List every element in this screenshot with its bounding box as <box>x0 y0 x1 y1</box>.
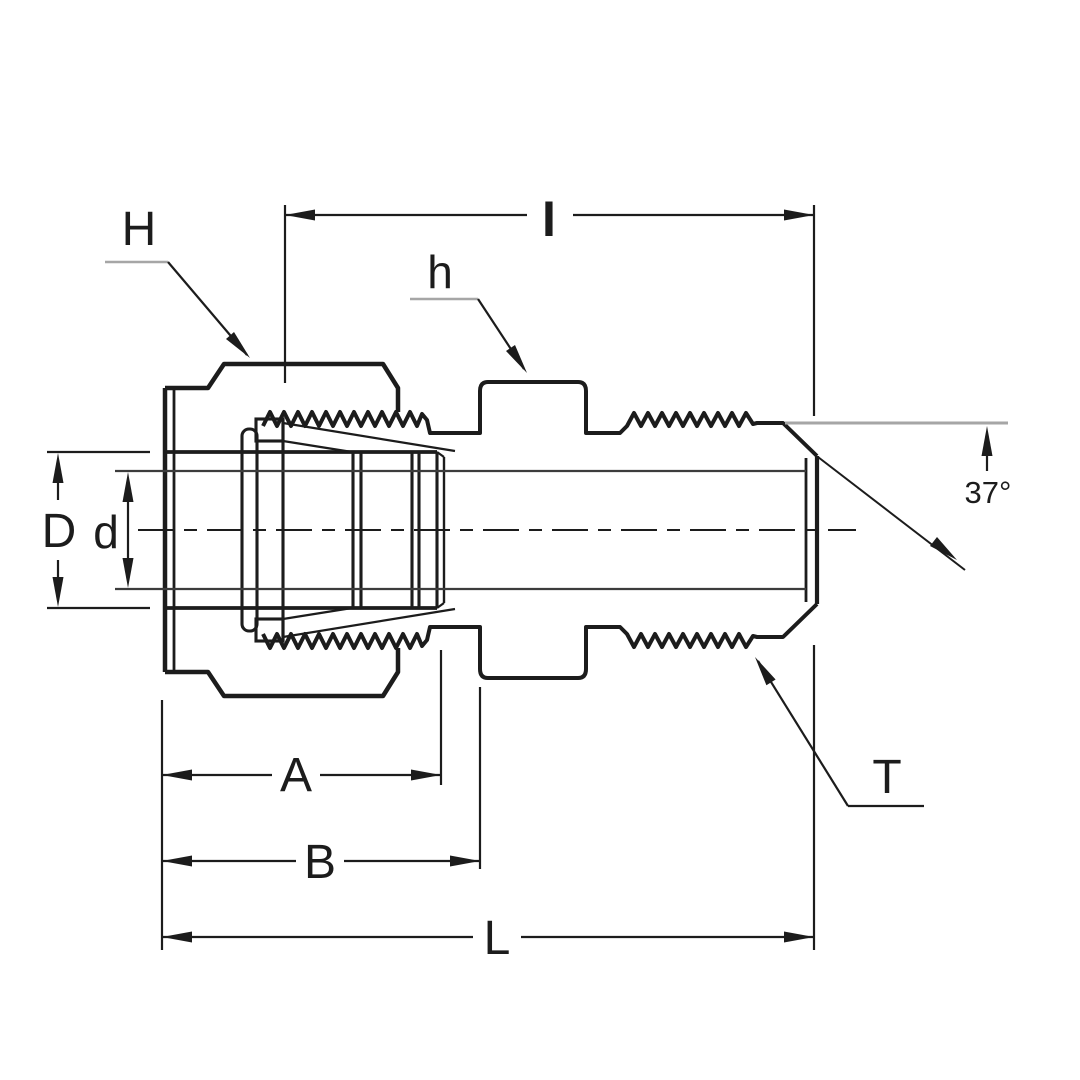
label-flare-angle: 37° <box>965 475 1012 510</box>
leader-line-T <box>757 660 849 807</box>
dimension-A: A <box>160 650 443 950</box>
arrowhead-L-left <box>162 931 192 943</box>
arrowhead-h <box>506 345 527 373</box>
dimension-d: d <box>93 472 134 588</box>
flare-cone-line <box>817 456 966 571</box>
label-D: D <box>42 505 77 558</box>
body-outline-threads <box>261 380 819 458</box>
arrowhead-A-left <box>162 769 192 781</box>
arrowhead-B-right <box>450 855 480 867</box>
arrowhead-angle-up <box>981 426 993 456</box>
arrowhead-H <box>226 332 250 358</box>
arrowhead-angle-cone <box>930 537 957 560</box>
arrowhead-L-right <box>784 931 814 943</box>
nut-outline <box>165 361 401 412</box>
label-B: B <box>304 836 336 889</box>
dimension-B: B <box>162 687 482 889</box>
label-I: I <box>542 191 556 247</box>
label-A: A <box>280 749 312 802</box>
label-L: L <box>484 912 511 965</box>
label-T: T <box>872 751 901 804</box>
arrowhead-D-down <box>52 577 64 607</box>
arrowhead-d-down <box>122 558 134 588</box>
fitting-bottom-half <box>165 603 817 696</box>
arrowhead-I-right <box>784 209 814 221</box>
dimension-D: D <box>42 450 150 610</box>
arrowhead-A-right <box>411 769 441 781</box>
arrowhead-D-up <box>52 453 64 483</box>
label-H: H <box>122 203 157 256</box>
label-d: d <box>93 506 119 558</box>
arrowhead-B-left <box>162 855 192 867</box>
flare-angle-callout: 37° <box>785 421 1012 571</box>
label-h: h <box>427 246 453 298</box>
fitting-top-half <box>165 361 819 458</box>
arrowhead-d-up <box>122 472 134 502</box>
dimension-L: L <box>162 645 816 965</box>
fitting-vertical-edges <box>115 388 856 672</box>
dimension-I: I <box>283 191 816 416</box>
leader-h: h <box>410 246 527 373</box>
leader-H: H <box>105 203 250 358</box>
arrowhead-T <box>755 657 776 686</box>
leader-T: T <box>755 657 924 808</box>
arrowhead-I-left <box>285 209 315 221</box>
